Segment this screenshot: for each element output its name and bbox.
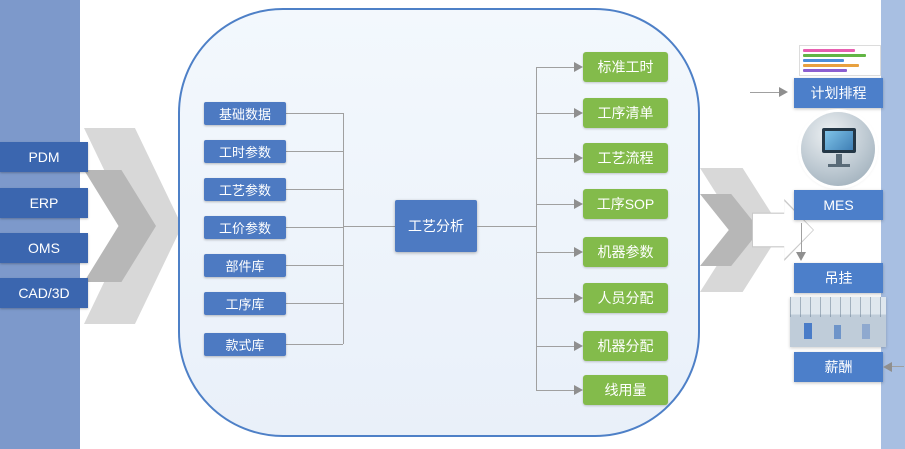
- workstation-icon: [834, 325, 841, 339]
- monitor-screen-icon: [825, 131, 853, 150]
- connector-line: [286, 151, 343, 152]
- connector-line: [477, 226, 536, 227]
- connector-line: [343, 226, 395, 227]
- connector-line: [536, 113, 574, 114]
- monitor-stand-icon: [836, 154, 842, 164]
- output-thread-usage: 线用量: [583, 375, 668, 405]
- target-payroll: 薪酬: [794, 352, 883, 382]
- output-personnel-allocation: 人员分配: [583, 283, 668, 313]
- arrow-right-icon: [779, 87, 788, 97]
- connector-line: [536, 67, 574, 68]
- arrow-right-icon: [574, 293, 583, 303]
- output-operation-list: 工序清单: [583, 98, 668, 128]
- input-component-library: 部件库: [204, 254, 286, 277]
- output-machine-params: 机器参数: [583, 237, 668, 267]
- process-analysis-box: 工艺分析: [395, 200, 477, 252]
- connector-line: [750, 92, 779, 93]
- output-standard-hours: 标准工时: [583, 52, 668, 82]
- equipment-photo: [801, 112, 875, 186]
- schedule-bar: [803, 54, 866, 57]
- workstation-icon: [862, 324, 870, 339]
- workshop-photo: [790, 297, 886, 347]
- arrow-right-icon: [574, 62, 583, 72]
- connector-line: [536, 346, 574, 347]
- input-basic-data: 基础数据: [204, 102, 286, 125]
- target-planning-scheduling: 计划排程: [794, 78, 883, 108]
- target-mes: MES: [794, 190, 883, 220]
- monitor-base-icon: [828, 164, 850, 167]
- left-systems-bar: [0, 0, 80, 449]
- connector-line: [536, 298, 574, 299]
- schedule-bar: [803, 64, 859, 67]
- arrow-down-icon: [796, 252, 806, 261]
- source-system-cad3d: CAD/3D: [0, 278, 88, 308]
- schedule-bar: [803, 49, 855, 52]
- arrow-right-icon: [574, 199, 583, 209]
- connector-line: [536, 252, 574, 253]
- input-process-params: 工艺参数: [204, 178, 286, 201]
- schedule-bar: [803, 69, 848, 72]
- workstation-icon: [804, 323, 812, 339]
- connector-line: [536, 390, 574, 391]
- schedule-thumbnail-image: [799, 45, 881, 76]
- output-machine-allocation: 机器分配: [583, 331, 668, 361]
- connector-line: [536, 158, 574, 159]
- connector-line: [286, 227, 343, 228]
- arrow-right-icon: [574, 341, 583, 351]
- connector-line: [286, 344, 343, 345]
- target-hanging-system: 吊挂: [794, 263, 883, 293]
- hanging-rails-icon: [790, 297, 886, 317]
- source-system-pdm: PDM: [0, 142, 88, 172]
- arrow-left-icon: [883, 362, 892, 372]
- connector-line: [801, 223, 802, 252]
- arrow-right-icon: [574, 247, 583, 257]
- connector-line: [286, 303, 343, 304]
- input-work-hour-params: 工时参数: [204, 140, 286, 163]
- right-accent-bar: [881, 0, 905, 449]
- connector-line: [286, 265, 343, 266]
- source-system-oms: OMS: [0, 233, 88, 263]
- connector-line: [286, 189, 343, 190]
- arrow-right-icon: [574, 153, 583, 163]
- connector-line: [286, 113, 343, 114]
- connector-line: [536, 204, 574, 205]
- input-operation-library: 工序库: [204, 292, 286, 315]
- connector-bus-line: [343, 113, 344, 344]
- arrow-right-icon: [574, 108, 583, 118]
- output-process-flow: 工艺流程: [583, 143, 668, 173]
- input-style-library: 款式库: [204, 333, 286, 356]
- connector-bus-line: [536, 67, 537, 390]
- connector-line: [892, 366, 904, 367]
- arrow-right-icon: [574, 385, 583, 395]
- output-operation-sop: 工序SOP: [583, 189, 668, 219]
- source-system-erp: ERP: [0, 188, 88, 218]
- schedule-bar: [803, 59, 844, 62]
- input-labor-price-params: 工价参数: [204, 216, 286, 239]
